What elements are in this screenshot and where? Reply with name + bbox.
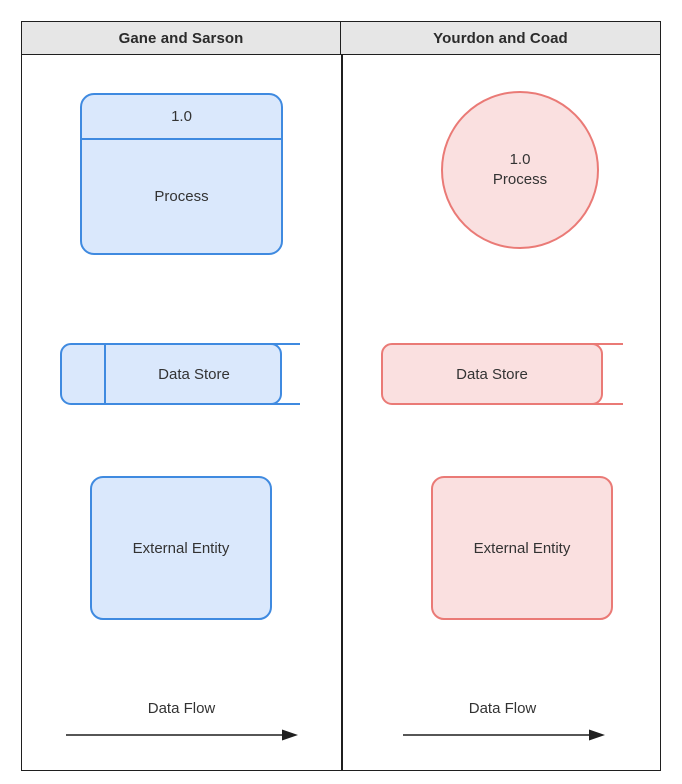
gane-sarson-data-store-shape: Data Store [60, 343, 300, 405]
table-header-row: Gane and Sarson Yourdon and Coad [22, 22, 660, 55]
cell-yourdon-coad-data-store: Data Store [343, 325, 662, 445]
yourdon-coad-external-entity-shape: External Entity [431, 476, 613, 620]
column-yourdon-coad: 1.0 Process Data Store External Entity D… [343, 55, 662, 770]
cell-yourdon-coad-external-entity: External Entity [343, 460, 662, 650]
dfd-notation-comparison-table: Gane and Sarson Yourdon and Coad 1.0 Pro… [21, 21, 661, 771]
cell-gane-sarson-external-entity: External Entity [22, 460, 341, 650]
process-label: Process [492, 171, 548, 188]
store-top-extension-line [260, 343, 300, 345]
store-top-extension-line [581, 343, 623, 345]
store-body [381, 343, 603, 405]
store-body [60, 343, 282, 405]
process-number: 1.0 [509, 150, 531, 168]
gane-sarson-process-shape: 1.0 Process [80, 93, 283, 255]
data-flow-label: Data Flow [468, 700, 537, 717]
column-divider [341, 55, 343, 770]
process-number: 1.0 [171, 108, 192, 125]
data-flow-label: Data Flow [147, 700, 216, 717]
yourdon-coad-data-store-shape: Data Store [381, 343, 623, 405]
cell-yourdon-coad-process: 1.0 Process [343, 81, 662, 301]
cell-yourdon-coad-data-flow: Data Flow [343, 670, 662, 760]
yourdon-coad-data-flow-shape: Data Flow [343, 700, 662, 760]
process-label: Process [154, 188, 209, 205]
process-divider-line [80, 138, 283, 140]
cell-gane-sarson-data-flow: Data Flow [22, 670, 341, 760]
column-header-gane-sarson: Gane and Sarson [22, 22, 341, 54]
store-id-divider [104, 343, 106, 405]
column-gane-sarson: 1.0 Process Data Store External Entity D… [22, 55, 341, 770]
store-bottom-extension-line [581, 403, 623, 405]
cell-gane-sarson-process: 1.0 Process [22, 81, 341, 301]
store-bottom-extension-line [260, 403, 300, 405]
gane-sarson-data-flow-shape: Data Flow [22, 700, 341, 760]
data-store-label: Data Store [158, 365, 230, 383]
data-store-label: Data Store [456, 365, 528, 383]
gane-sarson-external-entity-shape: External Entity [90, 476, 272, 620]
column-header-yourdon-coad: Yourdon and Coad [433, 29, 568, 47]
arrow-right-icon [403, 729, 605, 741]
cell-gane-sarson-data-store: Data Store [22, 325, 341, 445]
arrow-right-icon [66, 729, 298, 741]
yourdon-coad-process-shape: 1.0 Process [441, 91, 599, 249]
